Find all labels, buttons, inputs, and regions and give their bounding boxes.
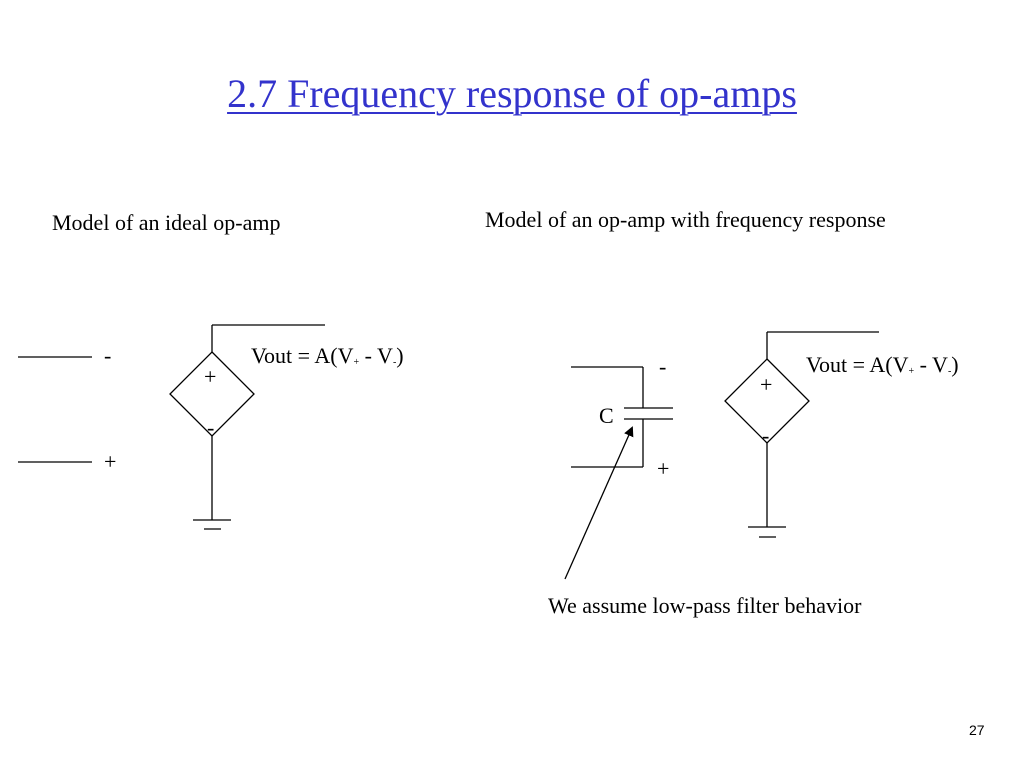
slide-title: 2.7 Frequency response of op-amps — [227, 71, 797, 116]
left-equation-prefix: Vout = A(V — [251, 343, 354, 368]
left-output-equation: Vout = A(V+ - V-) — [251, 343, 404, 369]
right-equation-middle: - V — [914, 352, 948, 377]
right-source-minus-label: - — [762, 423, 770, 448]
low-pass-annotation: We assume low-pass filter behavior — [548, 593, 862, 618]
left-source-minus-label: - — [207, 415, 215, 440]
right-output-equation: Vout = A(V+ - V-) — [806, 352, 959, 378]
right-model-heading: Model of an op-amp with frequency respon… — [485, 207, 886, 232]
right-input-plus-label: + — [657, 456, 670, 481]
right-input-minus-label: - — [659, 354, 667, 379]
right-equation-sub-minus: - — [947, 366, 952, 377]
capacitor-label: C — [599, 403, 614, 428]
left-input-minus-label: - — [104, 343, 112, 368]
left-equation-middle: - V — [359, 343, 393, 368]
left-equation-sub-minus: - — [392, 357, 397, 368]
right-equation-prefix: Vout = A(V — [806, 352, 909, 377]
right-equation-sub-plus: + — [908, 366, 915, 377]
page-number: 27 — [969, 722, 985, 738]
right-equation-suffix: ) — [951, 352, 959, 377]
right-source-plus-label: + — [760, 372, 773, 397]
left-equation-suffix: ) — [396, 343, 404, 368]
left-source-plus-label: + — [204, 364, 217, 389]
left-model-heading: Model of an ideal op-amp — [52, 210, 281, 235]
annotation-arrow — [564, 426, 634, 580]
left-equation-sub-plus: + — [353, 357, 360, 368]
left-input-plus-label: + — [104, 449, 117, 474]
